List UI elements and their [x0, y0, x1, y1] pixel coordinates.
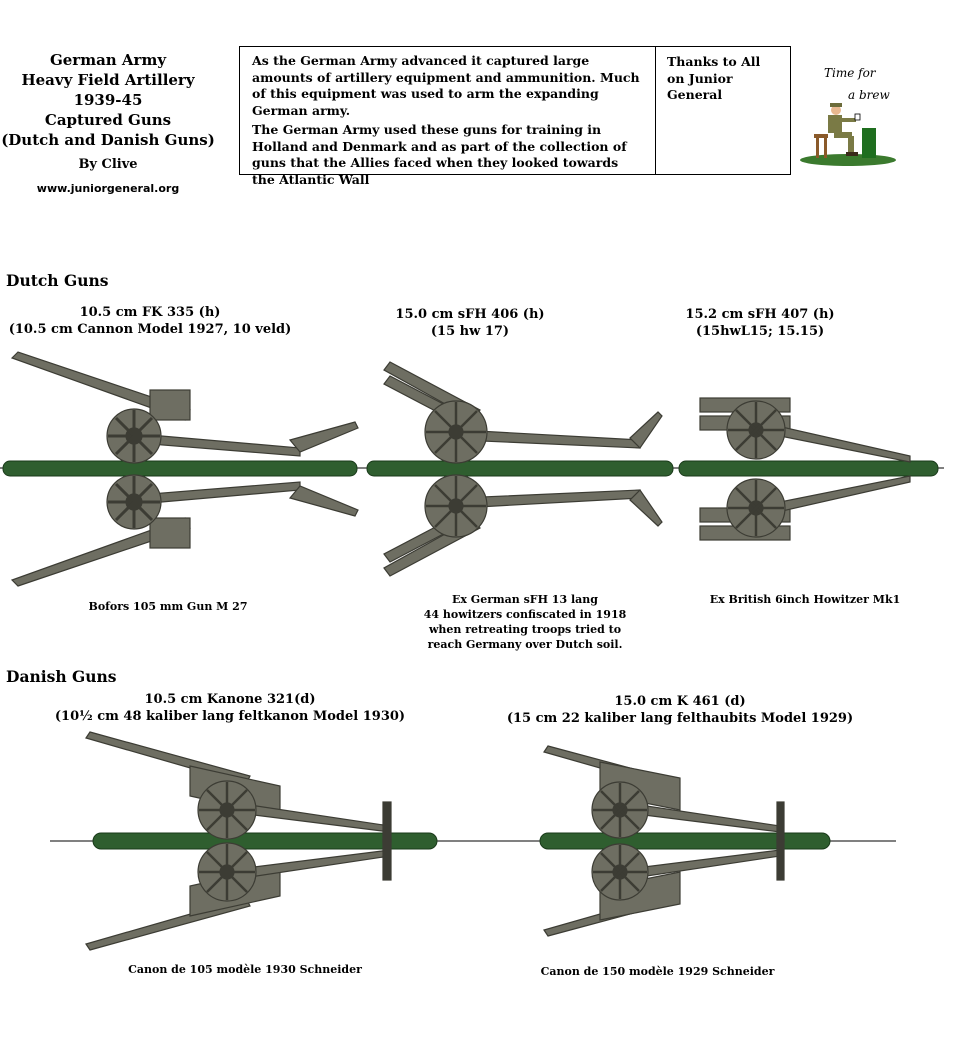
gun-danish-2-top	[543, 745, 785, 843]
gun-dutch-1-top	[10, 351, 359, 464]
info-box: As the German Army advanced it captured …	[239, 46, 791, 187]
gun-label-dutch-3: 15.2 cm sFH 407 (h) (15hwL15; 15.15)	[670, 306, 850, 340]
gun-dutch-3-top	[699, 397, 911, 463]
gun-name: 15.2 cm sFH 407 (h)	[685, 307, 835, 322]
info-paragraph-2: The German Army used these guns for trai…	[252, 122, 627, 187]
brew-text-1: Time for	[824, 66, 876, 80]
gun-dutch-1-bottom	[10, 474, 359, 587]
thanks-text: Thanks to All on Junior General	[667, 54, 761, 102]
caption-dutch-2: Ex German sFH 13 lang 44 howitzers confi…	[400, 592, 650, 652]
site-url: www.juniorgeneral.org	[36, 182, 180, 195]
gun-alt-name: (15 cm 22 kaliber lang felthaubits Model…	[506, 711, 854, 726]
gun-label-danish-2: 15.0 cm K 461 (d) (15 cm 22 kaliber lang…	[500, 693, 860, 727]
gun-label-danish-1: 10.5 cm Kanone 321(d) (10½ cm 48 kaliber…	[40, 691, 420, 725]
title-line-3: 1939-45	[73, 91, 143, 109]
title-line-1: German Army	[49, 51, 167, 69]
gun-name: 10.5 cm Kanone 321(d)	[144, 692, 316, 707]
section-heading-dutch: Dutch Guns	[6, 271, 109, 290]
title-line-2: Heavy Field Artillery	[21, 71, 195, 89]
gun-alt-name: (15 hw 17)	[430, 324, 510, 339]
caption-line: 44 howitzers confiscated in 1918	[423, 608, 627, 621]
brew-illustration: Time for a brew	[798, 60, 898, 170]
gun-danish-2-bottom	[543, 839, 785, 937]
caption-dutch-1: Bofors 105 mm Gun M 27	[88, 600, 248, 613]
caption-line: Ex German sFH 13 lang	[452, 593, 598, 606]
gun-name: 15.0 cm sFH 406 (h)	[395, 307, 545, 322]
gun-danish-1-top	[85, 731, 392, 843]
gun-label-dutch-1: 10.5 cm FK 335 (h) (10.5 cm Cannon Model…	[0, 304, 300, 338]
caption-dutch-3: Ex British 6inch Howitzer Mk1	[709, 593, 901, 606]
gun-danish-1-bottom	[85, 839, 392, 951]
caption-line: when retreating troops tried to	[428, 623, 622, 636]
title-line-5: (Dutch and Danish Guns)	[1, 131, 215, 149]
gun-alt-name: (10½ cm 48 kaliber lang feltkanon Model …	[54, 709, 406, 724]
info-text: As the German Army advanced it captured …	[240, 47, 656, 187]
dutch-guns-drawing	[0, 351, 944, 587]
caption-line: reach Germany over Dutch soil.	[427, 638, 623, 651]
title-line-4: Captured Guns	[44, 111, 172, 129]
gun-alt-name: (15hwL15; 15.15)	[695, 324, 825, 339]
gun-dutch-3-bottom	[699, 475, 911, 541]
title-block: German Army Heavy Field Artillery 1939-4…	[0, 50, 216, 195]
soldier-icon	[800, 103, 896, 166]
info-paragraph-1: As the German Army advanced it captured …	[252, 53, 640, 118]
caption-danish-2: Canon de 150 modèle 1929 Schneider	[540, 965, 775, 978]
section-heading-danish: Danish Guns	[6, 667, 117, 686]
gun-label-dutch-2: 15.0 cm sFH 406 (h) (15 hw 17)	[370, 306, 570, 340]
gun-dutch-2-bottom	[383, 474, 663, 577]
caption-danish-1: Canon de 105 modèle 1930 Schneider	[128, 963, 362, 976]
brew-text-2: a brew	[848, 88, 890, 102]
gun-name: 15.0 cm K 461 (d)	[614, 694, 746, 709]
danish-guns-drawing	[50, 731, 896, 951]
byline: By Clive	[78, 157, 138, 172]
gun-name: 10.5 cm FK 335 (h)	[79, 305, 221, 320]
gun-dutch-2-top	[383, 361, 663, 464]
gun-alt-name: (10.5 cm Cannon Model 1927, 10 veld)	[8, 322, 292, 337]
